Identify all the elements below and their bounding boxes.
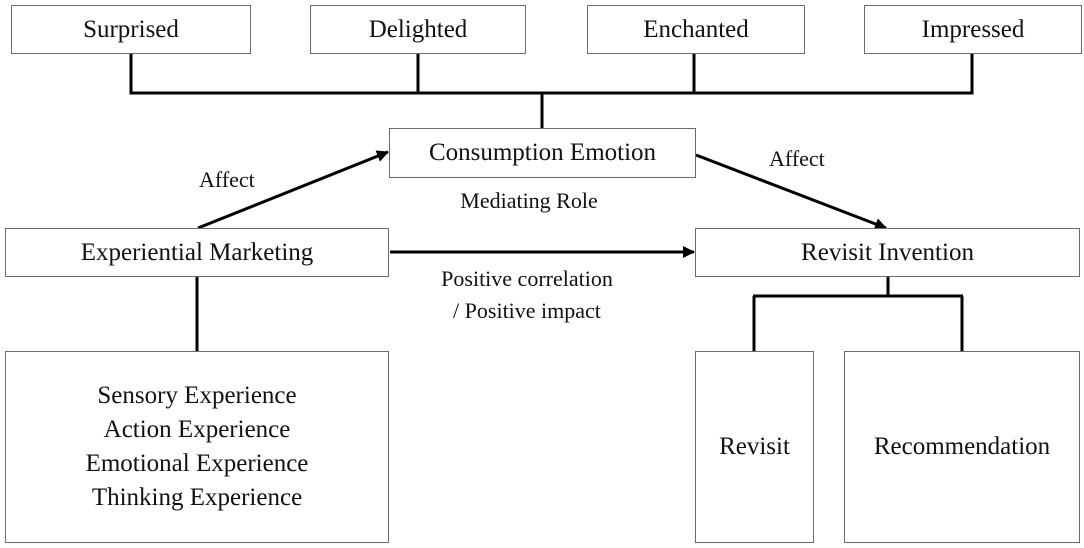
consumption-emotion-box: Consumption Emotion (389, 128, 696, 178)
experiential-marketing-box: Experiential Marketing (5, 228, 389, 277)
revisit-box: Revisit (695, 351, 814, 543)
correlation-line-2: / Positive impact (453, 298, 601, 323)
emotion-box-impressed: Impressed (864, 5, 1082, 54)
emotion-box-delighted: Delighted (310, 5, 526, 54)
experience-emotional: Emotional Experience (85, 450, 309, 477)
revisit-bracket (752, 277, 964, 351)
emotions-bracket (129, 54, 974, 128)
recommendation-box: Recommendation (844, 351, 1080, 543)
experience-sensory: Sensory Experience (97, 382, 297, 409)
experience-action: Action Experience (103, 416, 291, 443)
experiences-box: Sensory Experience Action Experience Emo… (5, 351, 389, 543)
emotion-box-enchanted: Enchanted (587, 5, 805, 54)
correlation-label: Positive correlation / Positive impact (441, 263, 613, 327)
arrow-marketing-to-emotion (197, 150, 389, 230)
correlation-line-1: Positive correlation (441, 266, 613, 291)
affect-right-label: Affect (769, 146, 825, 171)
affect-left-label: Affect (199, 167, 255, 192)
revisit-invention-box: Revisit Invention (695, 228, 1080, 277)
mediating-role-label: Mediating Role (460, 188, 598, 213)
arrow-emotion-to-revisit (695, 153, 887, 230)
emotion-box-surprised: Surprised (11, 5, 251, 54)
experience-thinking: Thinking Experience (91, 484, 303, 511)
